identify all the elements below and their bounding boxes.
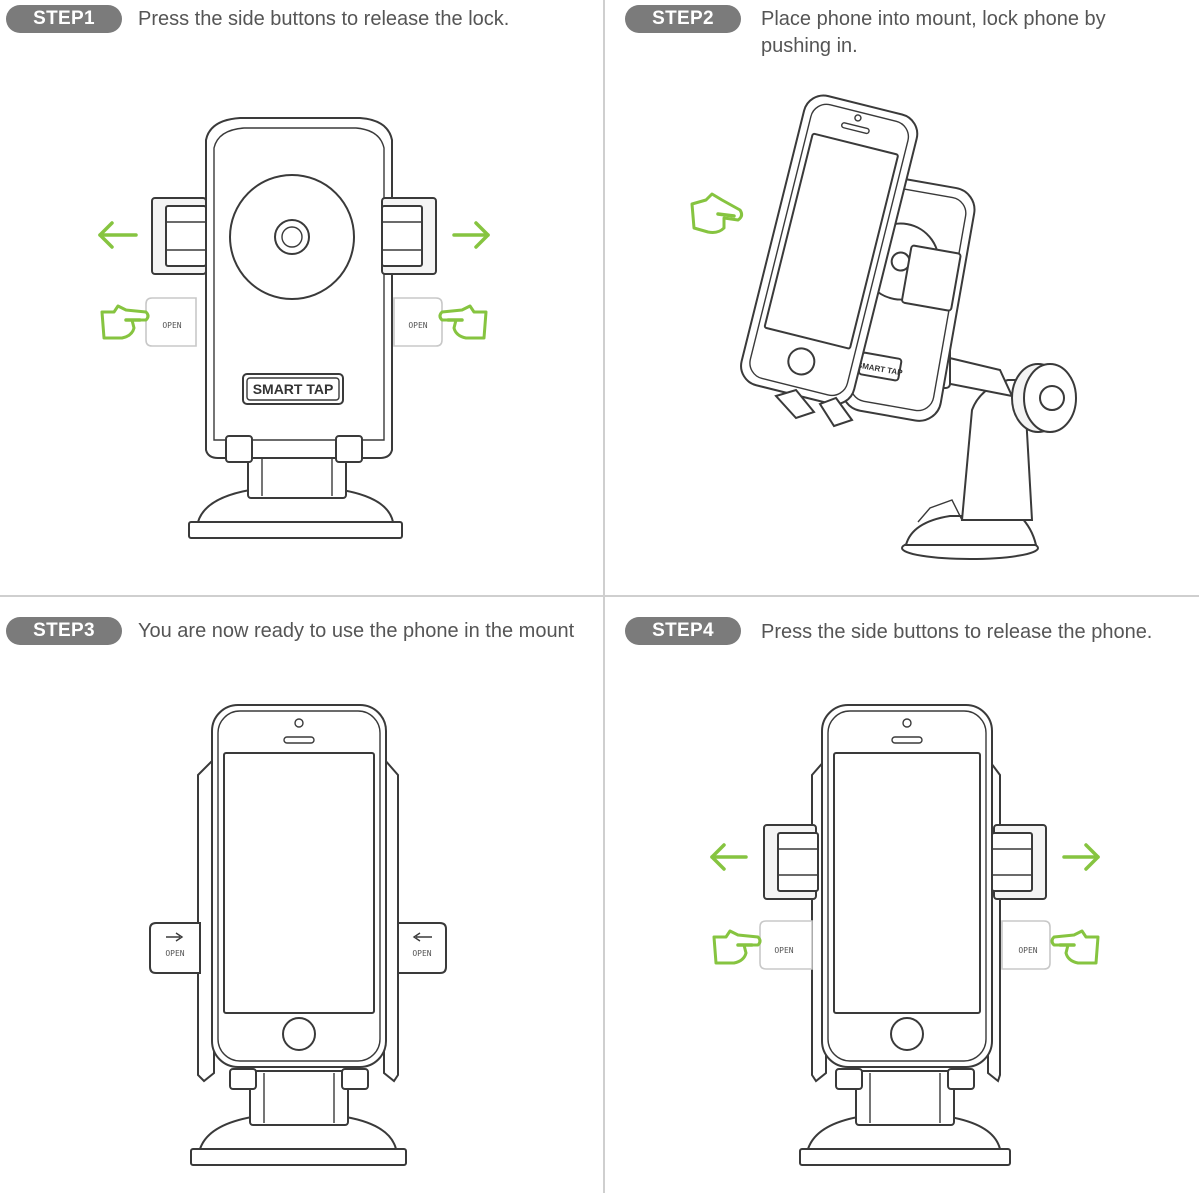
step4-caption: Press the side buttons to release the ph… [761, 621, 1153, 643]
step1-illustration: SMART TAP OPEN OPEN [98, 117, 490, 539]
svg-text:OPEN: OPEN [162, 321, 181, 330]
svg-text:OPEN: OPEN [774, 946, 793, 955]
side-arms [763, 824, 1047, 900]
phone [211, 704, 387, 1068]
step1-panel: STEP1 Press the side buttons to release … [0, 0, 600, 595]
brand-plate: SMART TAP [242, 373, 344, 405]
open-button-left: OPEN [149, 922, 201, 974]
center-disc [229, 174, 355, 300]
step4-illustration: OPEN OPEN [710, 704, 1100, 1166]
hand-pointing-right-icon [100, 304, 150, 340]
open-button-left: OPEN [145, 297, 197, 347]
svg-text:OPEN: OPEN [165, 949, 184, 958]
open-button-right: OPEN [1001, 920, 1051, 970]
hand-pointing-left-icon [1050, 929, 1100, 965]
step2-caption: Place phone into mount, lock phone by pu… [761, 8, 1106, 57]
brand-label: SMART TAP [253, 381, 334, 397]
open-button-right: OPEN [397, 922, 447, 974]
phone [740, 94, 919, 406]
adjust-knob [1011, 363, 1077, 433]
cradle-feet [774, 388, 854, 428]
open-button-left: OPEN [759, 920, 813, 970]
hand-pushing-icon [690, 192, 744, 234]
suction-base [799, 1070, 1011, 1166]
svg-text:OPEN: OPEN [408, 321, 427, 330]
hand-pointing-right-icon [712, 929, 762, 965]
open-button-right: OPEN [393, 297, 443, 347]
step2-badge: STEP2 [625, 5, 741, 33]
svg-text:OPEN: OPEN [412, 949, 431, 958]
step4-panel: STEP4 Press the side buttons to release … [600, 597, 1199, 1192]
side-arms [151, 197, 437, 275]
arrow-right-icon [1062, 843, 1100, 871]
step4-badge: STEP4 [625, 617, 741, 645]
step1-caption: Press the side buttons to release the lo… [138, 8, 510, 30]
suction-base [188, 445, 403, 539]
suction-base [190, 1070, 407, 1166]
arrow-left-icon [710, 843, 748, 871]
step3-panel: STEP3 You are now ready to use the phone… [0, 597, 600, 1192]
arrow-right-icon [452, 221, 490, 249]
step2-illustration: SMART TAP [690, 94, 1077, 560]
step3-badge: STEP3 [6, 617, 122, 645]
hand-pointing-left-icon [438, 304, 488, 340]
step3-illustration: OPEN OPEN [149, 704, 447, 1166]
horizontal-divider [0, 595, 1199, 597]
arrow-left-icon [98, 221, 138, 249]
cradle-body [197, 756, 399, 1090]
step3-caption: You are now ready to use the phone in th… [138, 620, 575, 642]
svg-text:OPEN: OPEN [1018, 946, 1037, 955]
step1-badge: STEP1 [6, 5, 122, 33]
step2-panel: STEP2 Place phone into mount, lock phone… [600, 0, 1199, 595]
phone [821, 704, 993, 1068]
